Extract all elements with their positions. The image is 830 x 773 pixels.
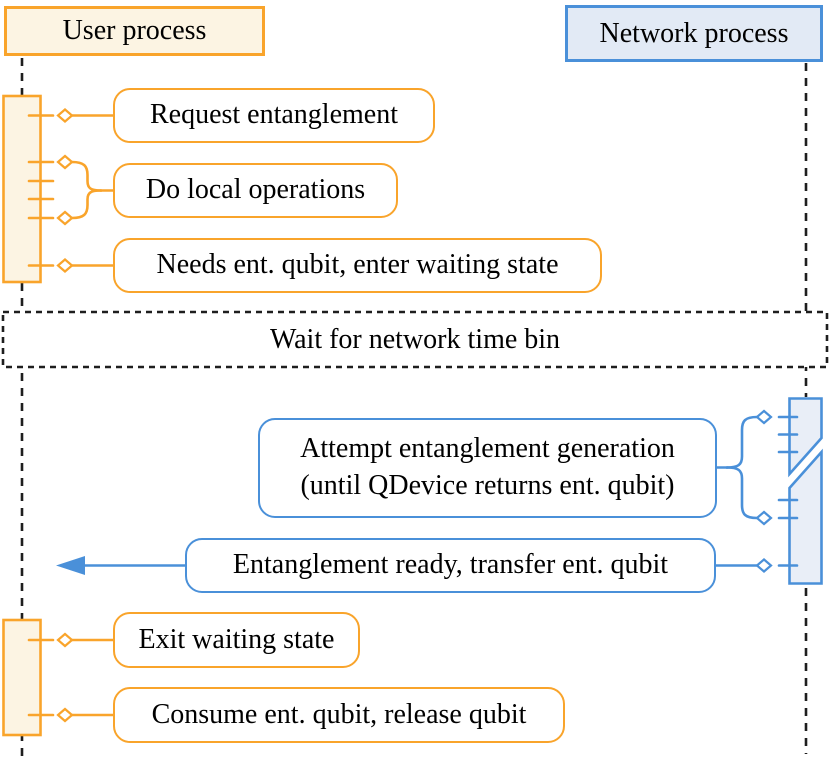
callout-label-line1: Attempt entanglement generation <box>300 433 675 465</box>
callout-label: Entanglement ready, transfer ent. qubit <box>232 549 669 581</box>
callout-needs-ent-qubit: Needs ent. qubit, enter waiting state <box>113 238 602 293</box>
callout-exit-waiting-state: Exit waiting state <box>113 612 360 668</box>
wait-band-box <box>1 310 829 369</box>
wait-band: Wait for network time bin <box>0 312 830 367</box>
callout-do-local-operations: Do local operations <box>113 163 398 218</box>
message-arrowhead-icon <box>56 556 85 575</box>
user-activation-bar-1 <box>2 94 42 284</box>
network-tick-marks <box>777 415 799 567</box>
user-activation-bar-2 <box>2 618 42 737</box>
callout-label: Request entanglement <box>149 99 399 131</box>
callout-label: Consume ent. qubit, release qubit <box>151 698 527 730</box>
wait-band-label: Wait for network time bin <box>269 323 561 355</box>
user-brace-upper <box>70 160 103 192</box>
user-connectors <box>70 114 116 717</box>
user-brace-lower <box>70 189 103 220</box>
network-connectors <box>82 415 759 567</box>
callout-label: Exit waiting state <box>138 623 335 655</box>
network-brace-lower <box>725 466 759 520</box>
callout-label: Do local operations <box>145 174 366 206</box>
user-process-label: User process <box>62 15 207 46</box>
callout-attempt-entanglement: Attempt entanglement generation (until Q… <box>258 418 717 518</box>
callout-request-entanglement: Request entanglement <box>113 88 435 143</box>
network-brace-upper <box>725 415 759 469</box>
network-activation-bar-lower <box>788 448 823 585</box>
network-connector-diamonds <box>755 409 773 573</box>
network-process-label: Network process <box>599 17 789 49</box>
callout-label-line2: (until QDevice returns ent. qubit) <box>300 470 675 501</box>
callout-consume-ent-qubit: Consume ent. qubit, release qubit <box>113 687 565 743</box>
user-connector-diamonds <box>56 108 74 723</box>
user-process-header: User process <box>4 6 265 56</box>
network-process-header: Network process <box>565 5 823 62</box>
callout-label: Needs ent. qubit, enter waiting state <box>156 249 559 281</box>
callout-entanglement-ready: Entanglement ready, transfer ent. qubit <box>185 538 716 593</box>
user-tick-marks <box>27 114 55 717</box>
